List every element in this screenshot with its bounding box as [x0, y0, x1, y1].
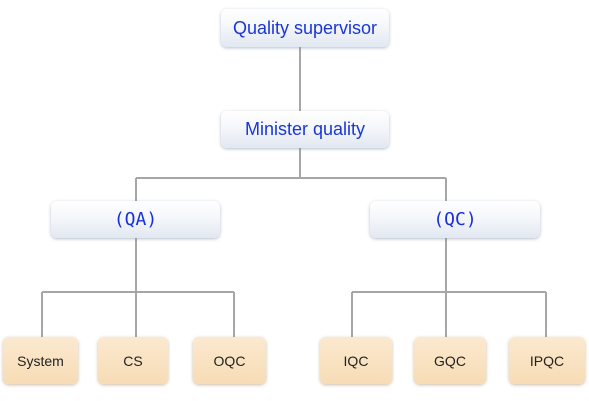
node-cs: CS: [98, 337, 168, 384]
node-label: Minister quality: [244, 119, 366, 139]
node-ipqc: IPQC: [509, 337, 585, 384]
node-minister-quality: Minister quality: [221, 111, 389, 148]
node-label: (QA): [113, 209, 158, 230]
node-qc: (QC): [370, 201, 540, 238]
node-system: System: [3, 337, 78, 384]
node-iqc: IQC: [320, 337, 392, 384]
node-label: System: [17, 352, 64, 369]
node-label: CS: [123, 352, 143, 369]
node-label: Quality supervisor: [232, 17, 378, 38]
node-qa: (QA): [51, 201, 220, 238]
node-quality-supervisor: Quality supervisor: [221, 9, 389, 47]
node-gqc: GQC: [414, 337, 486, 384]
node-label: OQC: [213, 352, 246, 369]
node-label: (QC): [433, 209, 477, 230]
node-oqc: OQC: [193, 337, 266, 384]
node-label: IPQC: [529, 352, 565, 369]
node-label: IQC: [343, 352, 369, 369]
node-label: GQC: [434, 352, 466, 369]
